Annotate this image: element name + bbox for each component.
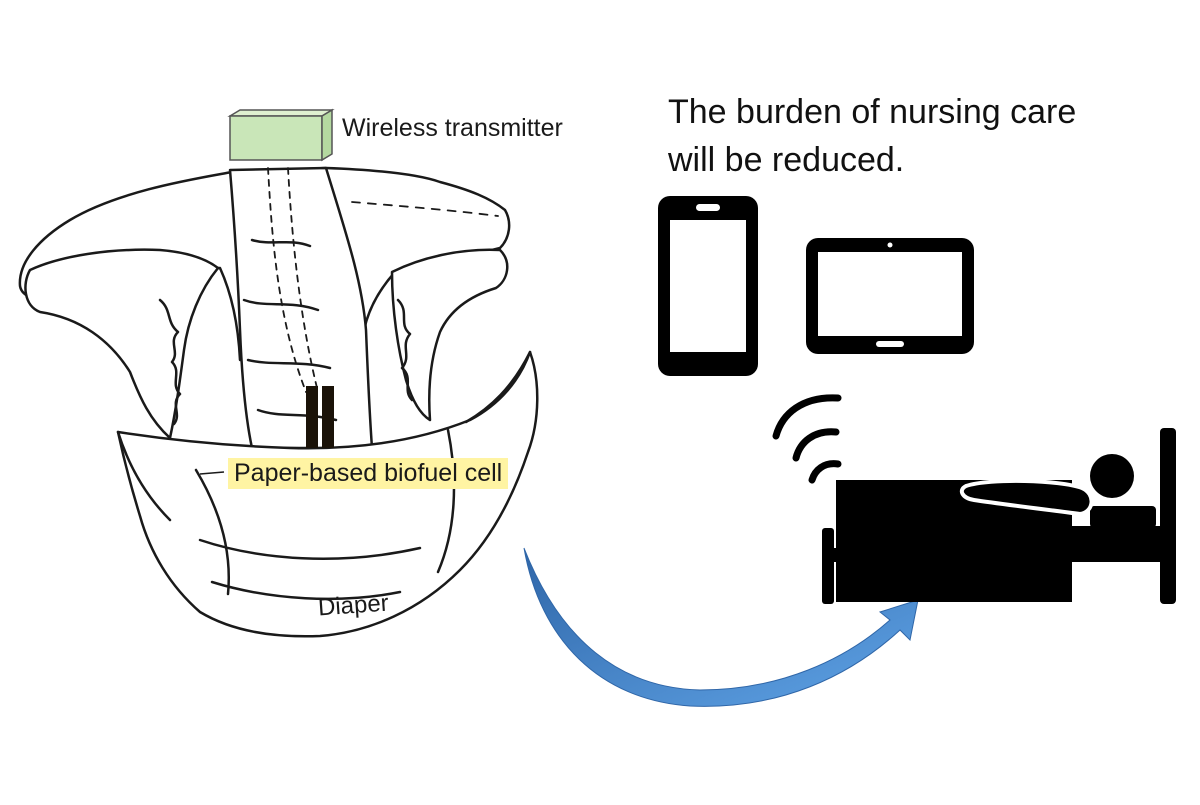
label-wireless-transmitter: Wireless transmitter xyxy=(342,114,563,142)
diaper-left-ruffles xyxy=(158,298,182,426)
diaper-right-wing xyxy=(390,248,509,422)
waistband-dashed-line xyxy=(351,201,499,217)
diaper-front-folds xyxy=(194,428,456,601)
biofuel-cell-strips xyxy=(306,386,334,448)
transmitter-wire-1 xyxy=(267,167,307,393)
diaper-illustration xyxy=(18,166,539,638)
curved-arrow xyxy=(523,547,919,707)
headline-line-2: will be reduced. xyxy=(668,141,905,179)
transmitter-wire-2 xyxy=(287,167,319,393)
diaper-left-wing xyxy=(24,248,220,440)
diaper-right-ruffles xyxy=(396,298,414,402)
label-diaper: Diaper xyxy=(317,589,390,622)
wireless-signal-icon xyxy=(772,394,842,484)
diaper-center-folds xyxy=(242,238,338,422)
diaper-front-edge xyxy=(116,350,532,522)
biofuel-leader-line xyxy=(199,471,225,475)
bed-with-patient-icon xyxy=(822,428,1176,604)
tablet-icon xyxy=(806,238,974,354)
wireless-transmitter xyxy=(227,108,335,162)
headline: The burden of nursing care will be reduc… xyxy=(668,88,1076,184)
smartphone-icon xyxy=(658,196,758,376)
headline-line-1: The burden of nursing care xyxy=(668,93,1077,131)
diaper-front-panel xyxy=(116,350,539,638)
label-biofuel-cell: Paper-based biofuel cell xyxy=(228,458,509,489)
